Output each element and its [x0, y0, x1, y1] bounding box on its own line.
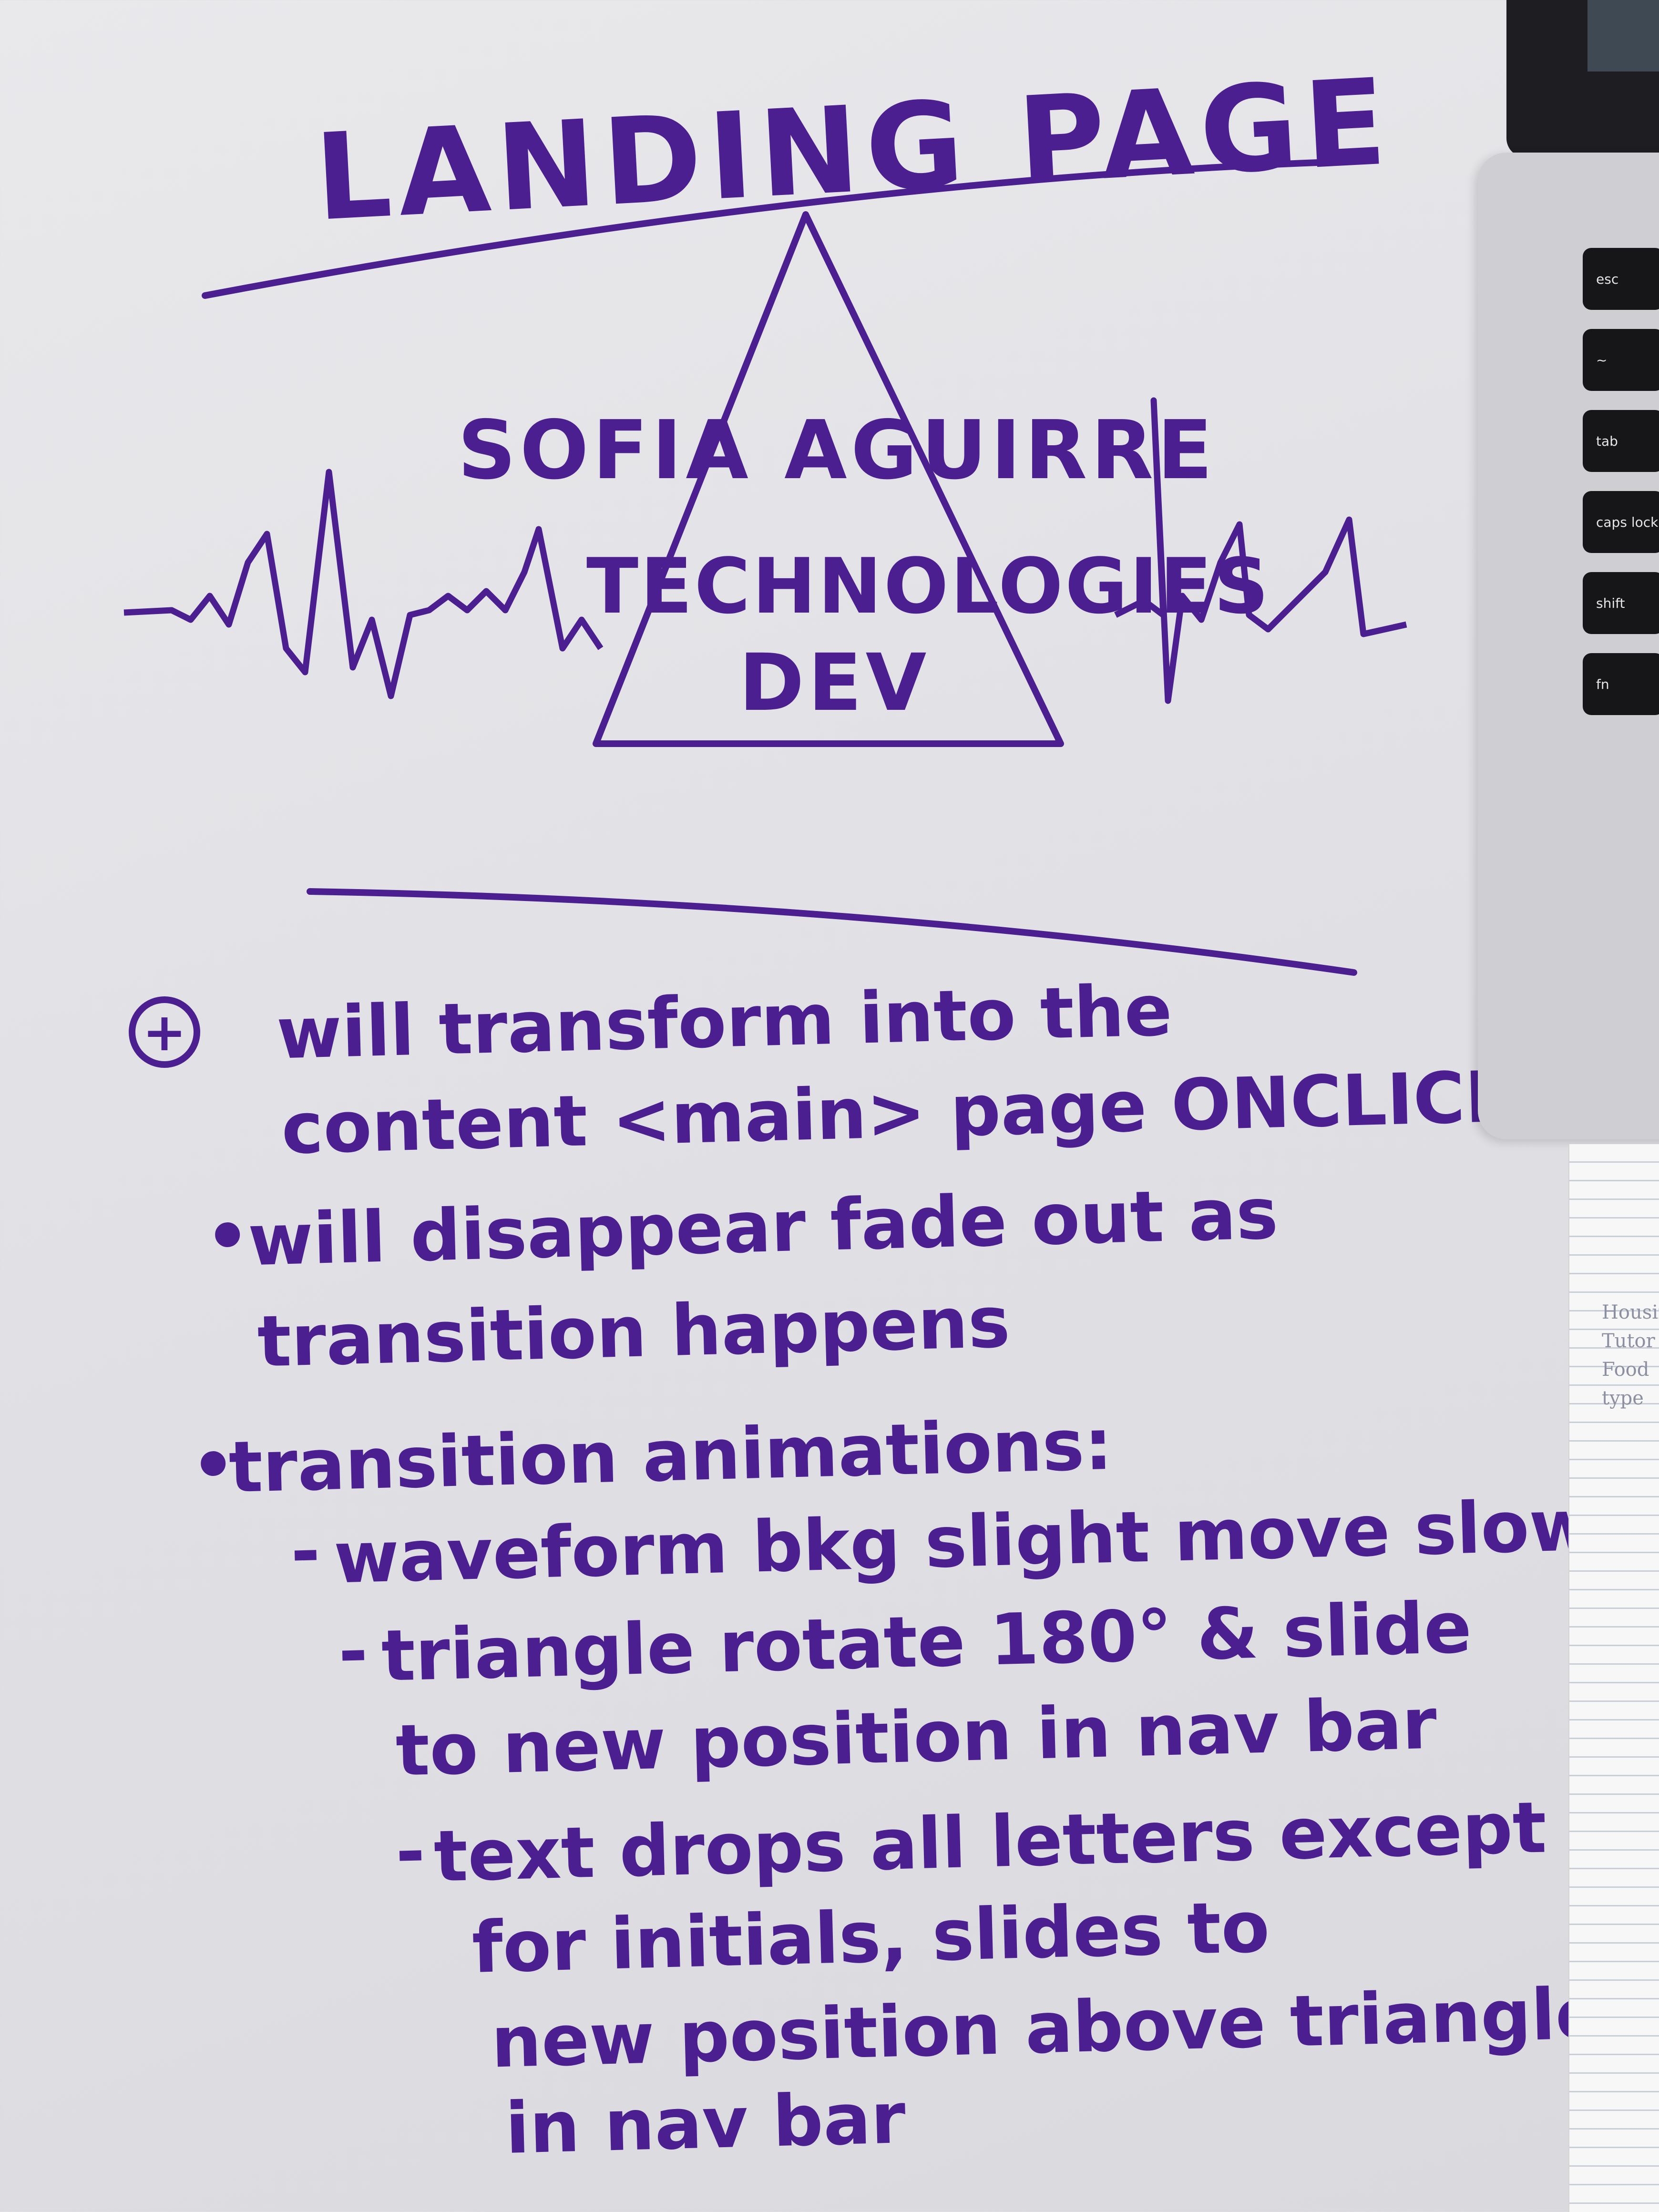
note-6-line-4: in nav bar [504, 2077, 907, 2170]
note-6-line-2: for initials, slides to [471, 1886, 1271, 1989]
notebook-line-3: Food [1602, 1359, 1649, 1381]
triangle [593, 211, 1064, 747]
key-tilde[interactable]: ~ [1583, 329, 1659, 391]
brand-name-line2: TECHNOLOGIES [586, 542, 1271, 631]
note-5-marker: - [337, 1610, 369, 1693]
laptop-screen [1587, 0, 1659, 72]
note-2-marker: • [204, 1195, 251, 1279]
key-fn[interactable]: fn [1583, 653, 1659, 715]
section-divider [307, 888, 1357, 976]
note-6-marker: - [394, 1810, 426, 1893]
brand-name-line3: DEV [739, 637, 931, 728]
key-tab[interactable]: tab [1583, 410, 1659, 472]
note-4-marker: - [289, 1510, 321, 1593]
title-underline [202, 159, 1333, 299]
key-shift[interactable]: shift [1583, 572, 1659, 634]
notebook-line-4: type [1602, 1387, 1644, 1409]
notebook-line-2: Tutor [1602, 1330, 1655, 1352]
waveform-right [1114, 397, 1407, 704]
notebook-line-1: Housin [1602, 1301, 1659, 1323]
note-3-line-1: transition animations: [228, 1403, 1114, 1509]
waveform-left [123, 469, 604, 699]
laptop-body [1478, 153, 1659, 1139]
brand-name-line1: SOFIA AGUIRRE [458, 403, 1217, 498]
note-2-line-2: transition happens [256, 1281, 1011, 1383]
key-caps-lock[interactable]: caps lock [1583, 491, 1659, 553]
notebook-page [1568, 1144, 1659, 2212]
key-esc[interactable]: esc [1583, 248, 1659, 310]
plus-circle-icon: + [129, 996, 200, 1068]
